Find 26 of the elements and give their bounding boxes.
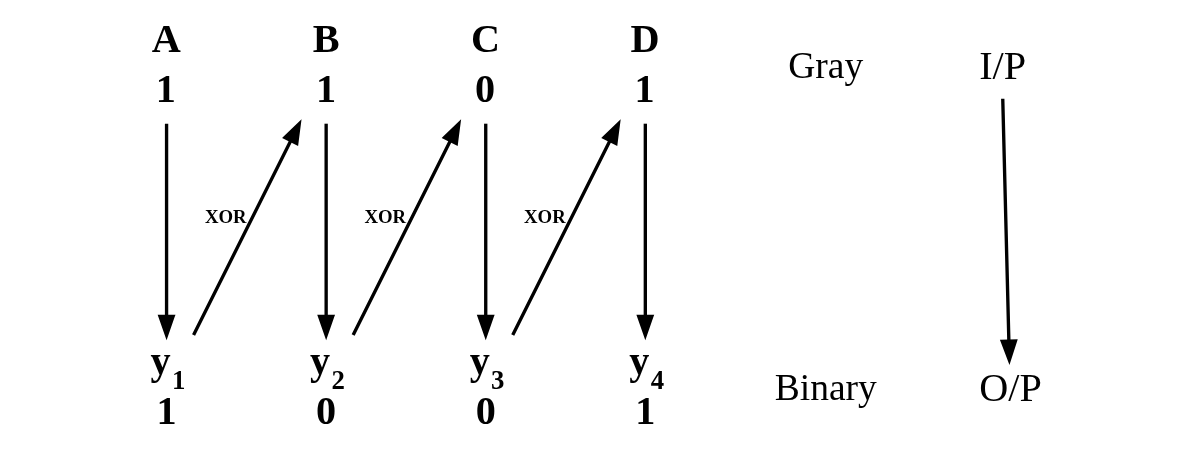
edge-label: XOR <box>523 205 566 227</box>
arrow <box>999 98 1018 366</box>
label: Binary <box>774 366 877 408</box>
node-label: C <box>470 16 500 62</box>
node-text: y$_{3}$ <box>469 338 505 396</box>
node-text: 1 <box>315 66 336 112</box>
arrow <box>316 123 335 341</box>
node-text: I/P <box>978 43 1026 89</box>
node-text: O/P <box>978 365 1042 411</box>
arrow <box>157 123 175 341</box>
arrow <box>476 123 495 341</box>
arrow <box>510 119 621 336</box>
arrow <box>191 119 302 336</box>
label: Gray <box>787 44 863 86</box>
node-text: 1 <box>634 66 655 112</box>
edge-label: XOR <box>363 205 406 227</box>
node-text: y$_{1}$ <box>149 338 185 396</box>
arrow <box>351 119 461 336</box>
node-text: 0 <box>474 66 495 112</box>
node-text: y$_{2}$ <box>309 338 345 396</box>
node-label: B <box>312 16 340 62</box>
node-label: A <box>151 16 181 62</box>
node-text: 1 <box>155 66 176 112</box>
arrow <box>635 123 654 341</box>
node-label: D <box>630 16 660 62</box>
edge-label: XOR <box>204 205 247 227</box>
